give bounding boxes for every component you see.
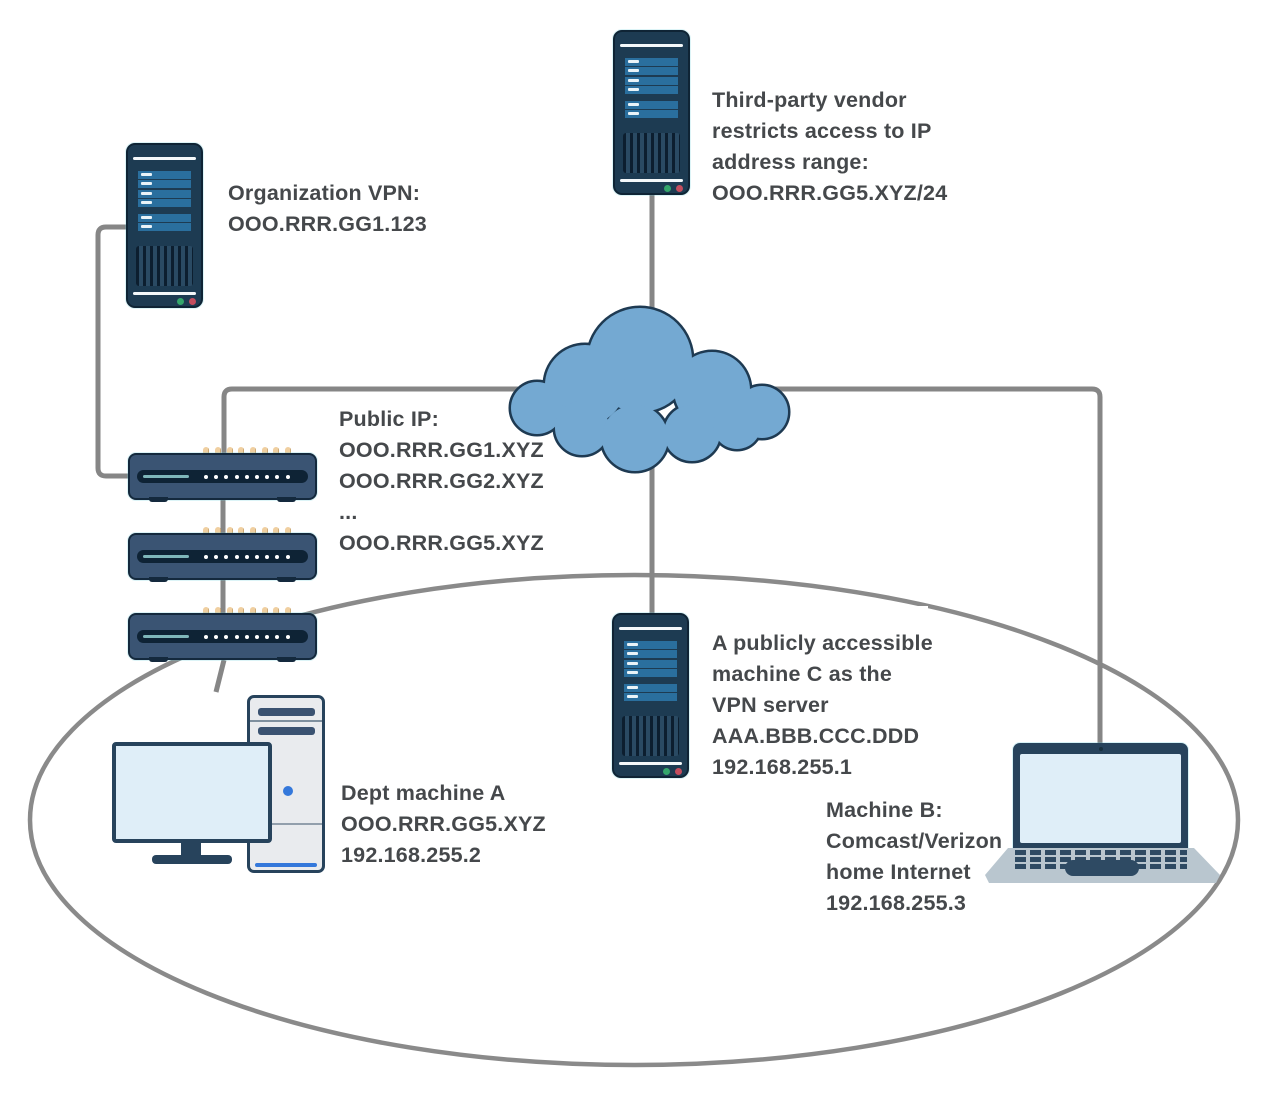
label-line: 192.168.255.3 bbox=[826, 891, 967, 915]
server-top-line bbox=[133, 157, 196, 160]
server-led-red bbox=[189, 298, 196, 305]
label-machine-b: Machine B: Comcast/Verizon home Internet 19… bbox=[803, 775, 1006, 926]
switch-port-leds bbox=[204, 634, 290, 639]
switch-body bbox=[128, 453, 317, 502]
label-public-ip: Public IP: OOO.RRR.GG1.XYZ OOO.RRR.GG2.XYZ… bbox=[323, 393, 565, 573]
label-organization-vpn: Organization VPN: OOO.RRR.GG1.123 bbox=[205, 167, 427, 259]
desktop-monitor bbox=[112, 742, 272, 843]
label-line: address range: bbox=[712, 150, 869, 174]
switch-2-icon bbox=[128, 525, 317, 585]
switch-port-leds bbox=[204, 554, 290, 559]
switch-3-icon bbox=[128, 605, 317, 665]
label-line: OOO.RRR.GG5.XYZ bbox=[339, 531, 544, 555]
server-top-line bbox=[620, 44, 683, 47]
laptop-display bbox=[1020, 754, 1181, 843]
label-line: Comcast/Verizon bbox=[826, 829, 1003, 853]
server-led-green bbox=[664, 185, 671, 192]
label-line: VPN server bbox=[712, 693, 829, 717]
label-line: AAA.BBB.CCC.DDD bbox=[712, 724, 920, 748]
server-led-green bbox=[663, 768, 670, 775]
label-line: OOO.RRR.GG2.XYZ bbox=[339, 469, 544, 493]
switch-body bbox=[128, 613, 317, 662]
label-dept-machine-a: Dept machine A OOO.RRR.GG5.XYZ 192.168.255… bbox=[327, 757, 567, 883]
label-line: OOO.RRR.GG5.XYZ/24 bbox=[712, 181, 948, 205]
dept-machine-a-icon bbox=[108, 690, 330, 880]
label-line: ... bbox=[339, 500, 358, 524]
laptop-keyboard-row bbox=[1015, 857, 1187, 862]
monitor-stand-neck bbox=[181, 842, 201, 855]
label-line: restricts access to IP bbox=[712, 119, 932, 143]
org-vpn-server-icon bbox=[126, 143, 203, 308]
wire-orgvpn-to-switch bbox=[95, 224, 134, 479]
switch-1-icon bbox=[128, 445, 317, 505]
switch-status-bar bbox=[143, 635, 189, 638]
wire-cloud-to-switch bbox=[221, 386, 560, 454]
server-led-red bbox=[675, 768, 682, 775]
label-line: machine C as the bbox=[712, 662, 893, 686]
switch-body bbox=[128, 533, 317, 582]
vpn-boundary-ellipse bbox=[27, 572, 1241, 1068]
server-drive-bars bbox=[624, 641, 677, 705]
server-top-line bbox=[619, 627, 682, 630]
laptop-keyboard-row bbox=[1015, 850, 1187, 855]
switch-status-bar bbox=[143, 555, 189, 558]
label-line: Machine B: bbox=[826, 798, 943, 822]
wire-switch3-to-desktop bbox=[213, 659, 227, 693]
server-vent bbox=[623, 133, 680, 173]
server-bottom-line bbox=[619, 762, 682, 765]
wire-cloud-to-laptop bbox=[758, 386, 1103, 752]
label-line: OOO.RRR.GG1.XYZ bbox=[339, 438, 544, 462]
label-line: Public IP: bbox=[339, 407, 439, 431]
server-drive-bars bbox=[138, 171, 191, 235]
server-vent bbox=[622, 716, 679, 756]
server-led-red bbox=[676, 185, 683, 192]
tower-bottom-accent bbox=[255, 863, 317, 867]
laptop-base bbox=[985, 848, 1220, 883]
monitor-stand-base bbox=[152, 855, 232, 864]
tower-drive-slot bbox=[258, 708, 315, 716]
label-line: Dept machine A bbox=[341, 781, 506, 805]
laptop-webcam bbox=[1099, 747, 1103, 751]
label-line: Organization VPN: bbox=[228, 181, 421, 205]
label-line: OOO.RRR.GG5.XYZ bbox=[341, 812, 546, 836]
label-line: Third-party vendor bbox=[712, 88, 907, 112]
server-vent bbox=[136, 246, 193, 286]
label-line: home Internet bbox=[826, 860, 971, 884]
server-led-green bbox=[177, 298, 184, 305]
switch-panel bbox=[137, 630, 308, 643]
label-line: OOO.RRR.GG1.123 bbox=[228, 212, 427, 236]
machine-b-laptop-icon bbox=[985, 740, 1220, 886]
server-bottom-line bbox=[620, 179, 683, 182]
switch-status-bar bbox=[143, 475, 189, 478]
label-third-party-vendor: Third-party vendor restricts access to IP… bbox=[697, 62, 977, 215]
switch-panel bbox=[137, 550, 308, 563]
machine-c-server-icon bbox=[612, 613, 689, 778]
switch-port-leds bbox=[204, 474, 290, 479]
internet-cloud-icon bbox=[508, 305, 791, 474]
laptop-screen-frame bbox=[1013, 743, 1188, 848]
laptop-trackpad bbox=[1065, 860, 1139, 876]
server-drive-bars bbox=[625, 58, 678, 122]
server-bottom-line bbox=[133, 292, 196, 295]
label-line: A publicly accessible bbox=[712, 631, 933, 655]
label-line: 192.168.255.2 bbox=[341, 843, 482, 867]
tower-drive-slot bbox=[258, 727, 315, 735]
tower-power-button bbox=[283, 786, 293, 796]
switch-panel bbox=[137, 470, 308, 483]
vendor-server-icon bbox=[613, 30, 690, 195]
